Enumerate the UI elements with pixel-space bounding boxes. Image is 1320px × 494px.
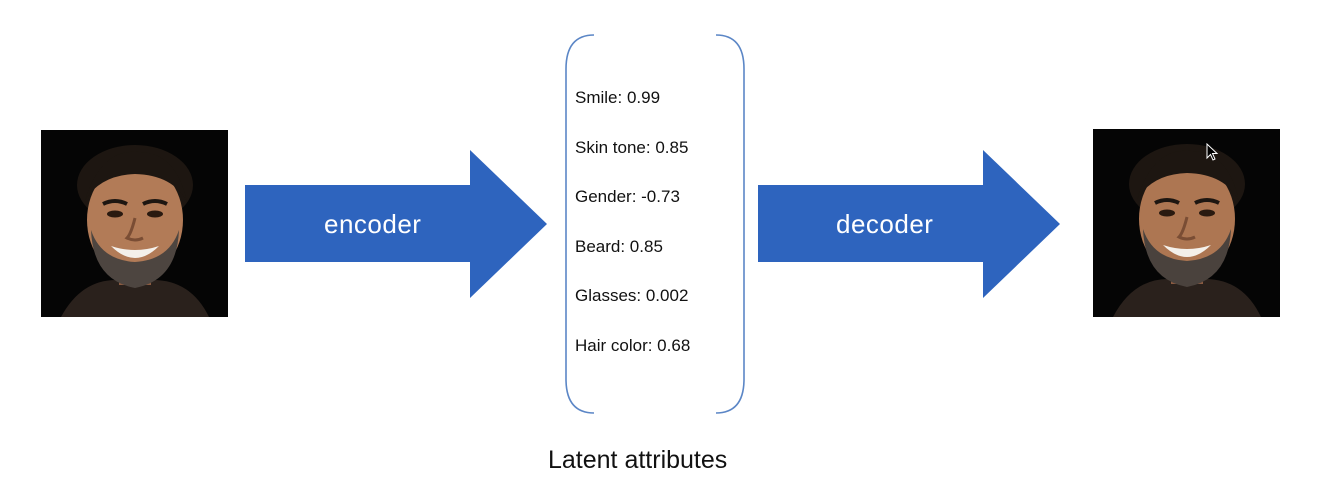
encoder-arrow-shape bbox=[245, 150, 547, 298]
latent-attribute-gender: Gender: -0.73 bbox=[575, 187, 680, 207]
latent-attribute-beard: Beard: 0.85 bbox=[575, 236, 663, 256]
decoder-arrow-shape bbox=[758, 150, 1060, 298]
latent-attributes-bracket bbox=[562, 33, 748, 415]
mouse-pointer-shape bbox=[1206, 142, 1219, 161]
encoder-label: encoder bbox=[324, 209, 422, 239]
latent-attributes-list: Smile: 0.99 Skin tone: 0.85 Gender: -0.7… bbox=[575, 86, 745, 384]
latent-attribute-glasses: Glasses: 0.002 bbox=[575, 286, 689, 306]
latent-attributes-caption: Latent attributes bbox=[548, 446, 728, 474]
encoder-arrow bbox=[245, 150, 547, 298]
input-face-illustration bbox=[41, 130, 228, 317]
mouse-pointer-icon bbox=[1206, 142, 1220, 163]
latent-attribute-hair-color: Hair color: 0.68 bbox=[575, 335, 691, 355]
latent-attribute-smile: Smile: 0.99 bbox=[575, 88, 661, 107]
decoder-label: decoder bbox=[836, 209, 934, 239]
latent-attribute-skin-tone: Skin tone: 0.85 bbox=[575, 137, 689, 157]
input-face-image bbox=[41, 130, 228, 317]
output-face-image bbox=[1093, 129, 1280, 317]
latent-bracket-lines bbox=[565, 34, 745, 414]
decoder-arrow bbox=[758, 150, 1060, 298]
output-face-illustration bbox=[1093, 129, 1280, 317]
